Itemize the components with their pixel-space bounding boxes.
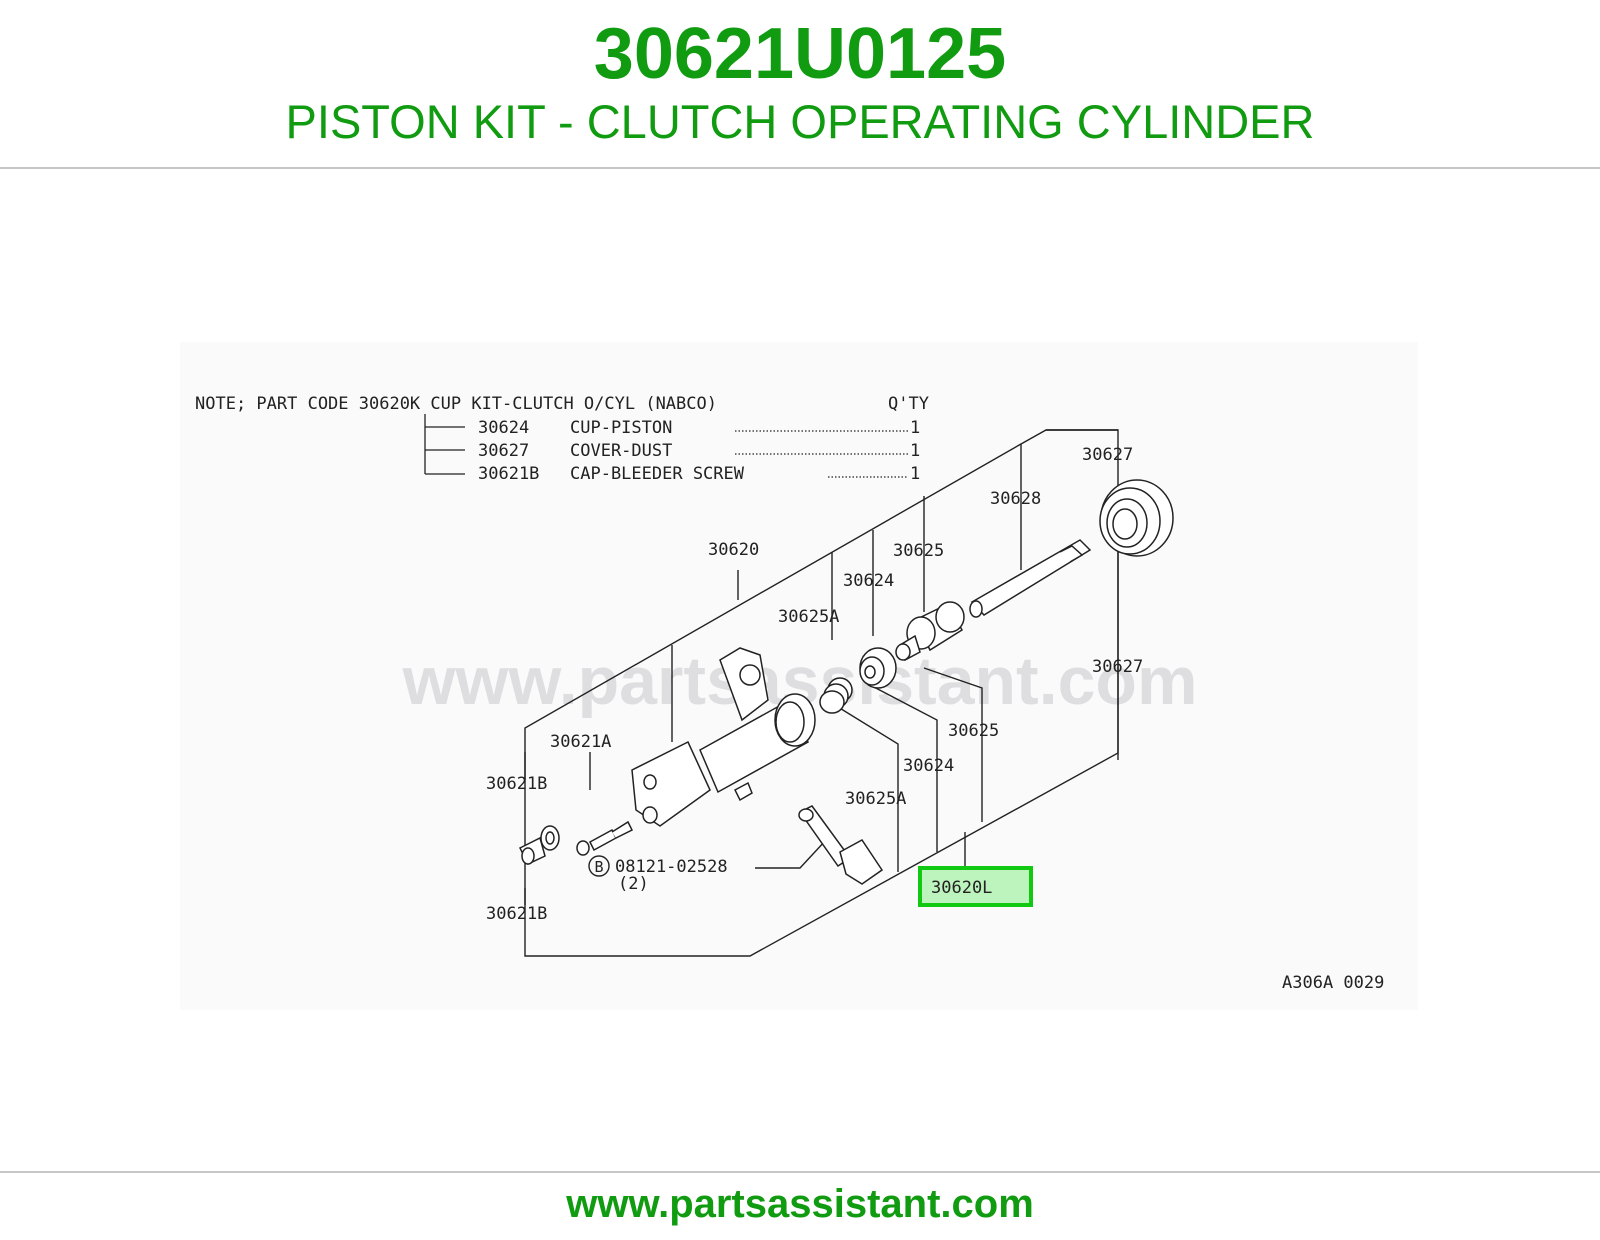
bolt-code: 08121-02528 bbox=[615, 857, 728, 877]
note-heading: NOTE; PART CODE 30620K CUP KIT-CLUTCH O/… bbox=[195, 394, 717, 414]
callout-30627-top: 30627 bbox=[1082, 445, 1133, 465]
parts-diagram: www.partsassistant.com NOTE; PART CODE 3… bbox=[180, 342, 1418, 1010]
note-item-name: CAP-BLEEDER SCREW bbox=[570, 464, 745, 484]
callout-labels: 30627 30628 30625 30620 30624 30625A 306… bbox=[486, 445, 1384, 993]
note-leader-lines bbox=[424, 414, 908, 478]
exploded-view-drawing: www.partsassistant.com NOTE; PART CODE 3… bbox=[195, 394, 1384, 993]
callout-30621B-top: 30621B bbox=[486, 774, 547, 794]
note-table: NOTE; PART CODE 30620K CUP KIT-CLUTCH O/… bbox=[195, 394, 929, 484]
callout-30625-top: 30625 bbox=[893, 541, 944, 561]
dust-cover-30627 bbox=[1099, 479, 1174, 557]
note-item-qty: 1 bbox=[910, 441, 920, 461]
note-item-name: CUP-PISTON bbox=[570, 418, 672, 438]
note-item-code: 30624 bbox=[478, 418, 529, 438]
bolt-qty: (2) bbox=[618, 874, 649, 894]
callout-30621B-bottom: 30621B bbox=[486, 904, 547, 924]
note-item-name: COVER-DUST bbox=[570, 441, 672, 461]
cup-piston-30624 bbox=[859, 647, 897, 689]
bolt-08121-02528 bbox=[798, 805, 884, 885]
cylinder-body-30620 bbox=[631, 647, 816, 827]
callout-30625A-top: 30625A bbox=[778, 607, 839, 627]
bleeder-cap-30621B bbox=[518, 825, 560, 865]
push-rod-30628 bbox=[969, 539, 1092, 618]
header-divider bbox=[0, 167, 1600, 169]
callout-30624-mid: 30624 bbox=[903, 756, 954, 776]
callout-30628: 30628 bbox=[990, 489, 1041, 509]
highlighted-part-label: 30620L bbox=[931, 878, 992, 898]
callout-30621A: 30621A bbox=[550, 732, 611, 752]
callout-30624-top: 30624 bbox=[843, 571, 894, 591]
piston-30625 bbox=[895, 601, 965, 662]
diagram-reference: A306A 0029 bbox=[1282, 973, 1384, 993]
note-item-qty: 1 bbox=[910, 418, 920, 438]
footer-website-link[interactable]: www.partsassistant.com bbox=[566, 1182, 1034, 1226]
part-description: PISTON KIT - CLUTCH OPERATING CYLINDER bbox=[285, 95, 1315, 148]
note-row: 30624 CUP-PISTON 1 bbox=[478, 418, 920, 438]
note-qty-label: Q'TY bbox=[888, 394, 929, 414]
footer-divider bbox=[0, 1171, 1600, 1173]
note-item-code: 30621B bbox=[478, 464, 539, 484]
leader-lines bbox=[524, 429, 1119, 957]
highlighted-part-callout[interactable]: 30620L bbox=[918, 866, 1033, 907]
bolt-symbol: B bbox=[594, 858, 603, 876]
callout-30627-right: 30627 bbox=[1092, 657, 1143, 677]
parts-drawing bbox=[518, 479, 1174, 885]
callout-30625A-mid: 30625A bbox=[845, 789, 906, 809]
callout-30620: 30620 bbox=[708, 540, 759, 560]
part-number-title: 30621U0125 bbox=[593, 14, 1007, 94]
bleeder-screw-30621A bbox=[576, 820, 634, 856]
page-header: 30621U0125 PISTON KIT - CLUTCH OPERATING… bbox=[0, 0, 1600, 168]
callout-30625-mid: 30625 bbox=[948, 721, 999, 741]
note-row: 30627 COVER-DUST 1 bbox=[478, 441, 920, 461]
spring-30625A bbox=[819, 677, 853, 714]
note-row: 30621B CAP-BLEEDER SCREW 1 bbox=[478, 464, 920, 484]
note-item-qty: 1 bbox=[910, 464, 920, 484]
note-item-code: 30627 bbox=[478, 441, 529, 461]
bolt-symbol-circle bbox=[588, 855, 610, 877]
